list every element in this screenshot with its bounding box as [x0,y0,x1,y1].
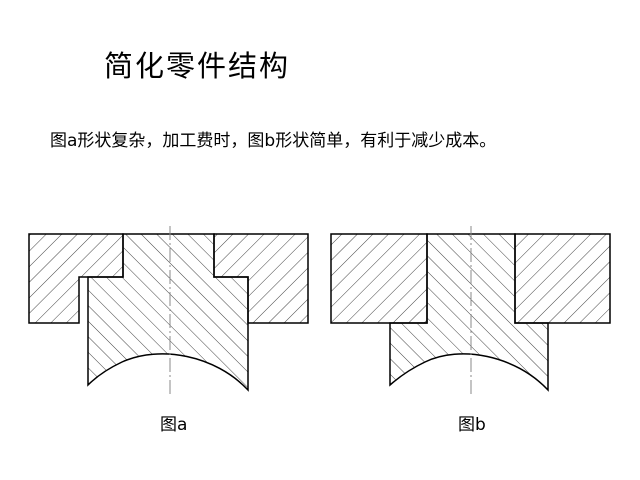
figure-a-shaft [87,233,249,392]
figure-b: 图b [330,226,611,435]
figure-a-label: 图a [160,415,187,435]
figure-b-label: 图b [458,415,486,435]
slide-title: 简化零件结构 [104,49,291,83]
figure-b-housing-left [330,233,428,324]
figure-b-housing-right [514,233,611,324]
figure-b-shaft [389,233,549,392]
slide-description: 图a形状复杂，加工费时，图b形状简单，有利于减少成本。 [50,131,497,151]
figure-a: 图a [28,226,309,435]
